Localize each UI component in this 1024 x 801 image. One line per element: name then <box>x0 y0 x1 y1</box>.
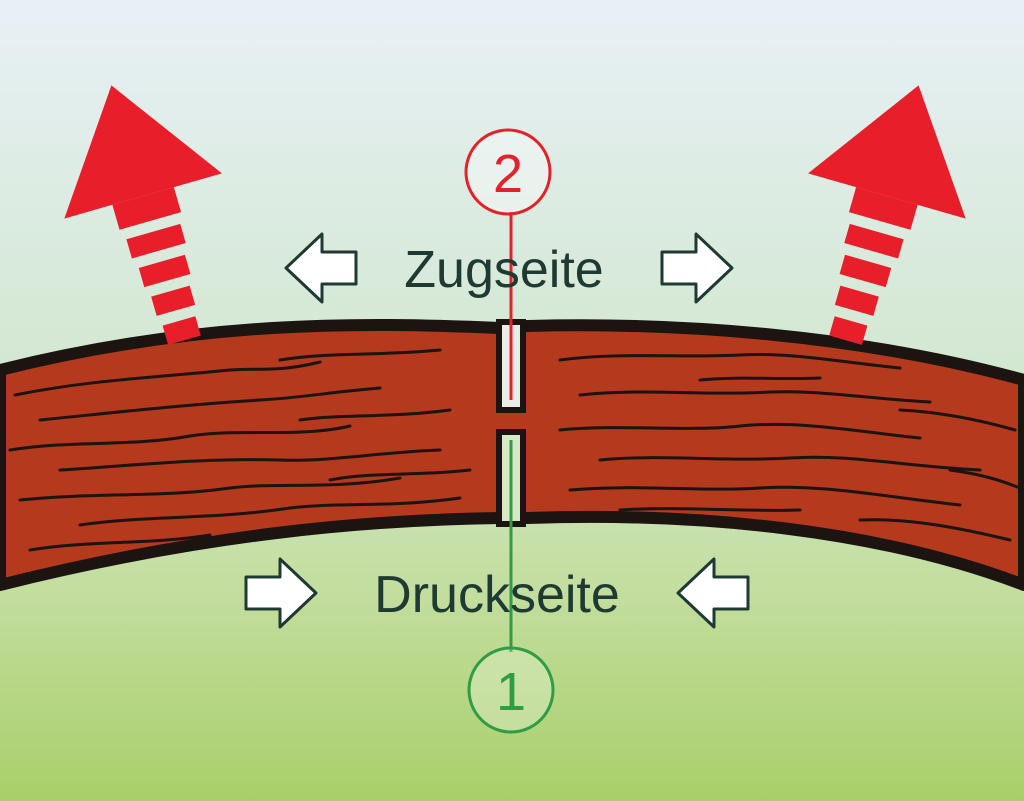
bark-grain <box>8 348 1022 552</box>
marker-2: 2 <box>464 128 552 400</box>
marker-2-circle <box>464 128 552 216</box>
marker-1-circle <box>467 646 555 734</box>
compression-side-group: Druckseite <box>244 557 750 629</box>
right-lift-arrow-icon <box>808 85 966 345</box>
compression-right-arrow-icon <box>676 557 750 629</box>
marker-2-number: 2 <box>493 144 523 204</box>
compression-side-label: Druckseite <box>374 566 620 624</box>
tension-right-arrow-icon <box>660 232 734 304</box>
marker-1: 1 <box>467 440 555 734</box>
marker-1-number: 1 <box>496 662 526 722</box>
left-lift-arrow-icon <box>64 85 222 345</box>
tension-left-arrow-icon <box>284 232 358 304</box>
compression-left-arrow-icon <box>244 557 318 629</box>
tension-side-group: Zugseite <box>284 232 734 304</box>
tension-side-label: Zugseite <box>404 241 603 299</box>
